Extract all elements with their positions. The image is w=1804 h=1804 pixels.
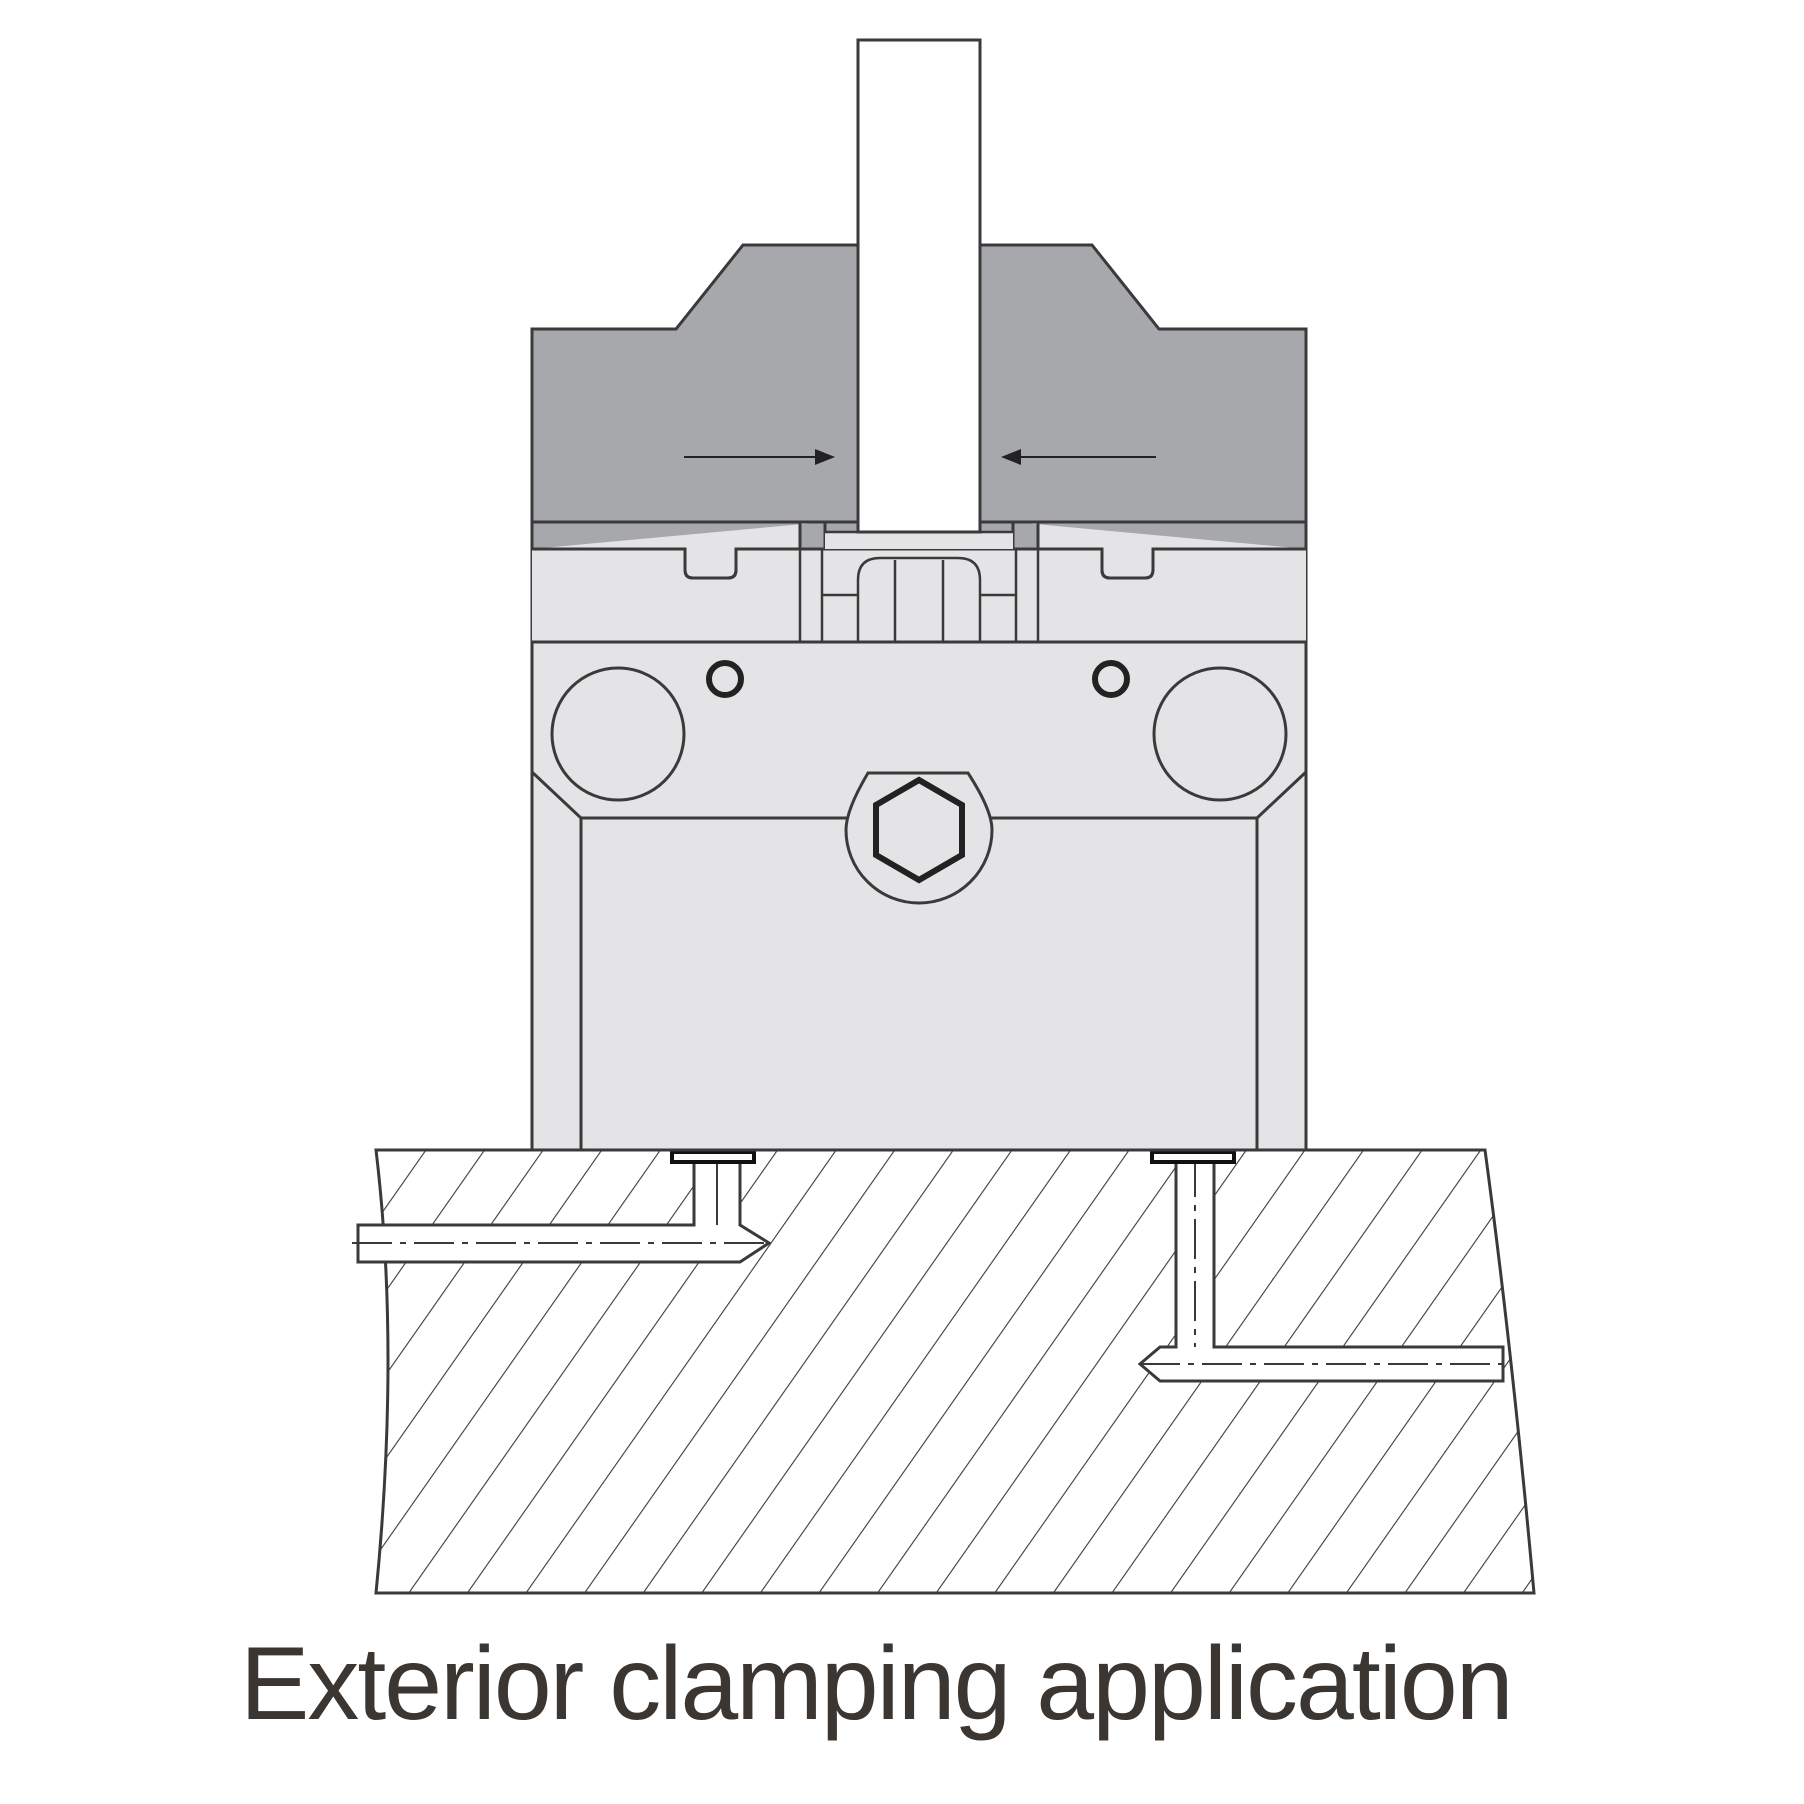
workpiece xyxy=(856,38,982,534)
piston-bore xyxy=(1152,666,1288,802)
figure-caption: Exterior clamping application xyxy=(240,1626,1514,1742)
screw-hole xyxy=(706,660,744,698)
screw-hole xyxy=(1092,660,1130,698)
hex-screw xyxy=(873,776,965,884)
o-ring-seal xyxy=(670,1150,756,1164)
piston-bore xyxy=(550,666,686,802)
o-ring-seal xyxy=(1150,1150,1236,1164)
mounting-plate xyxy=(352,1090,1536,1595)
